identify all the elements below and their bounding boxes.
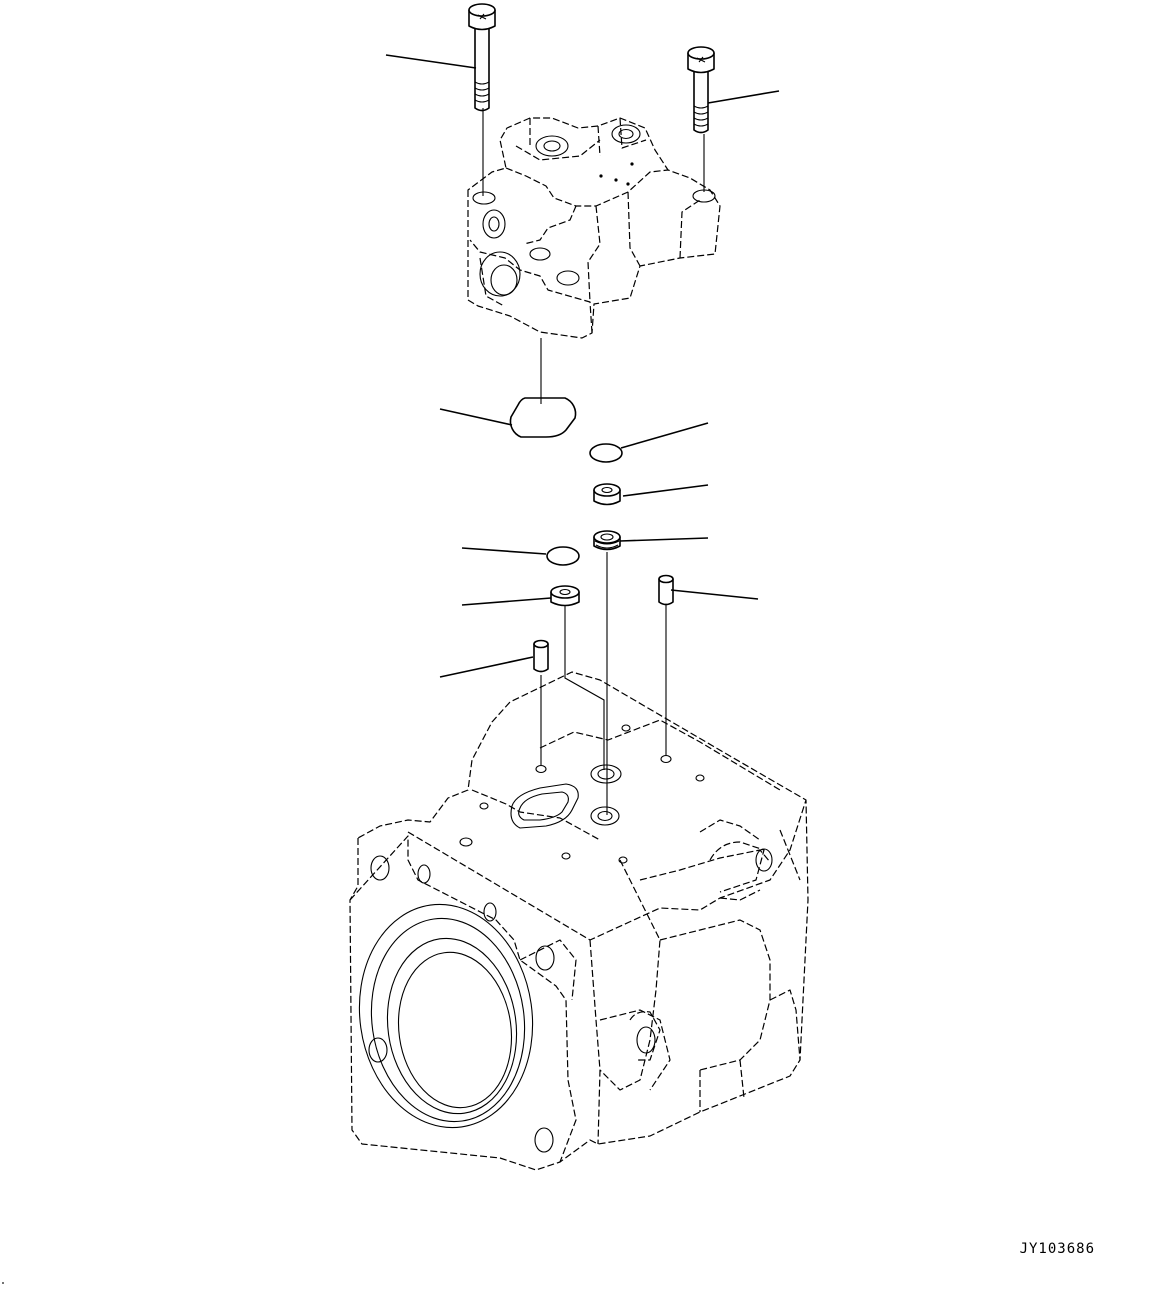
valve-cover-icon xyxy=(467,117,721,339)
leader-pin-right xyxy=(670,589,759,600)
leader-pin-left xyxy=(439,656,534,678)
callout-leaders xyxy=(385,54,780,678)
leader-bolt-long xyxy=(385,54,477,69)
socket-head-bolt-icon xyxy=(687,46,715,134)
o-ring-icon xyxy=(589,443,623,463)
leader-orifice-plug xyxy=(619,537,709,542)
leader-bushing-left xyxy=(461,597,552,606)
bushing-icon xyxy=(550,585,580,607)
o-ring-icon xyxy=(546,546,580,566)
leader-o-ring-small xyxy=(620,422,709,449)
pump-housing-icon xyxy=(349,671,809,1171)
assembly-axes xyxy=(482,108,705,815)
pin-icon xyxy=(533,639,549,673)
oval-seal-icon xyxy=(509,397,577,438)
drawing-number: JY103686 xyxy=(1019,1241,1095,1257)
leader-o-ring-left xyxy=(461,547,547,555)
leader-bolt-short xyxy=(707,90,780,104)
pin-icon xyxy=(658,574,674,606)
bushing-icon xyxy=(593,483,621,506)
socket-head-bolt-icon xyxy=(468,3,496,112)
leader-bushing xyxy=(622,484,709,497)
leader-oval-seal xyxy=(439,408,513,426)
plug-icon xyxy=(593,530,621,551)
